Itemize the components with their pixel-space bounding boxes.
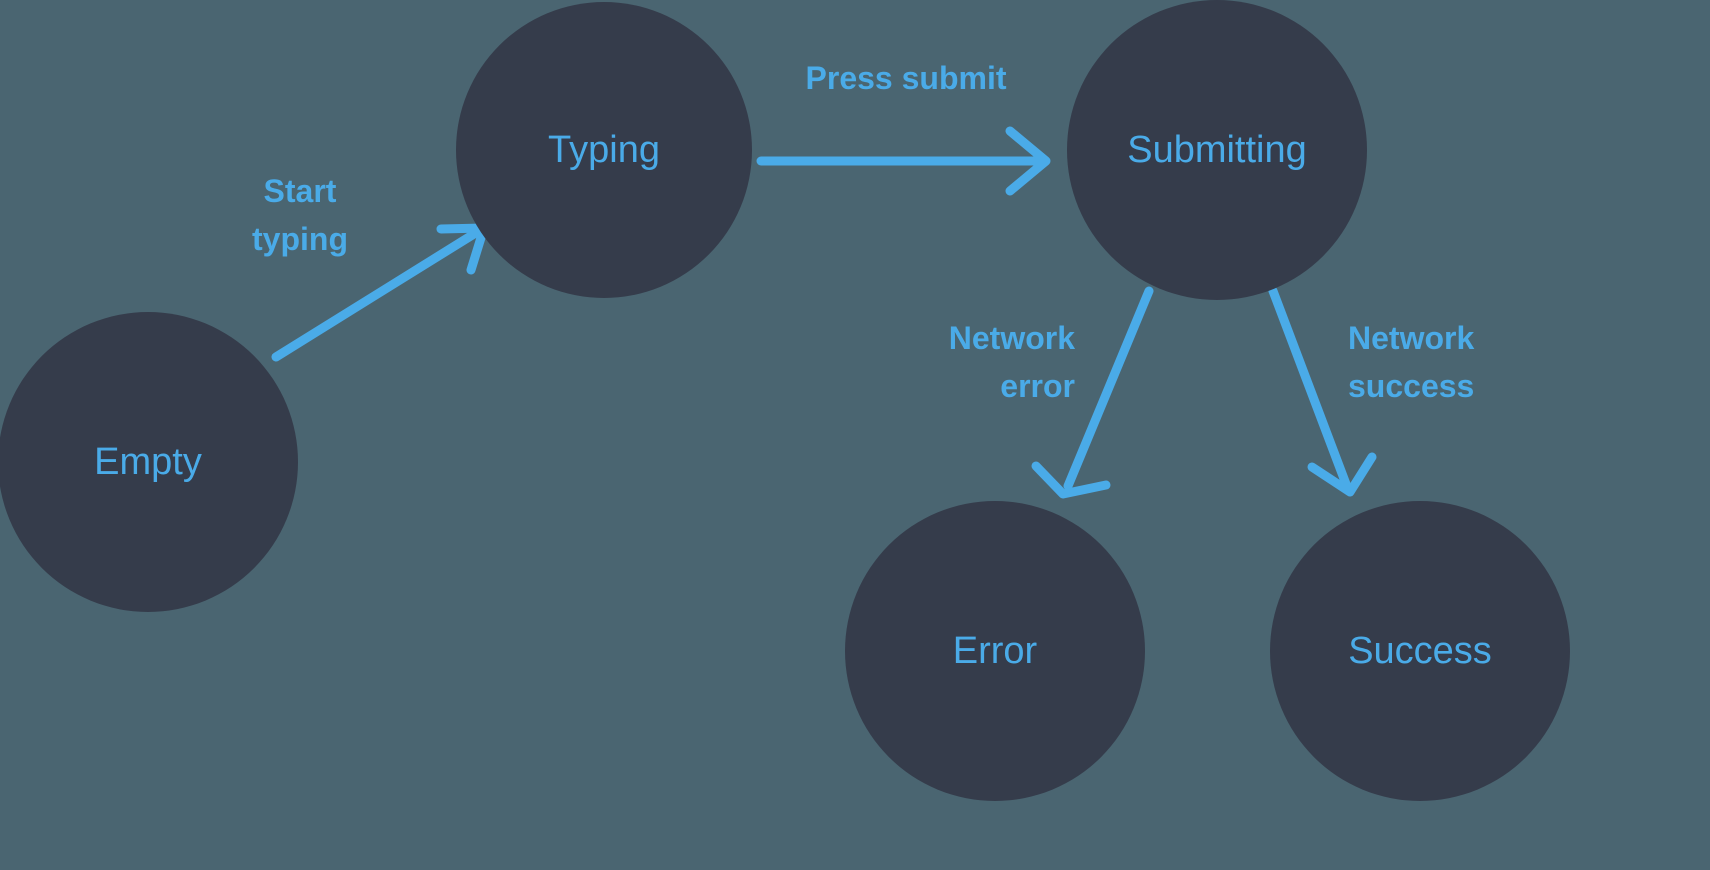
state-label-submitting: Submitting (1127, 129, 1307, 171)
state-node-success[interactable]: Success (1270, 501, 1570, 801)
state-label-empty: Empty (94, 441, 202, 483)
state-circle-typing[interactable] (456, 2, 752, 298)
edge-press-submit-arrowhead (1005, 126, 1051, 196)
edge-network-error-line (1063, 286, 1154, 491)
edge-network-error-arrowhead (1031, 461, 1111, 499)
state-node-error[interactable]: Error (845, 501, 1145, 801)
state-circle-success[interactable] (1270, 501, 1570, 801)
state-label-typing: Typing (548, 129, 660, 171)
state-node-empty[interactable]: Empty (0, 312, 298, 612)
edge-network-success-arrowhead (1307, 452, 1377, 497)
state-node-typing[interactable]: Typing (456, 2, 752, 298)
state-circle-empty[interactable] (0, 312, 298, 612)
state-label-success: Success (1348, 630, 1492, 672)
edge-press-submit[interactable] (756, 126, 1051, 196)
edge-network-success[interactable] (1268, 286, 1377, 497)
edge-network-success-line (1268, 286, 1351, 489)
state-label-error: Error (953, 630, 1038, 672)
state-circle-submitting[interactable] (1067, 0, 1367, 300)
state-circle-error[interactable] (845, 501, 1145, 801)
edge-start-typing-line (271, 224, 487, 362)
edge-label-press-submit: Press submit (806, 60, 1007, 96)
state-node-submitting[interactable]: Submitting (1067, 0, 1367, 300)
edge-network-error[interactable] (1031, 286, 1154, 499)
